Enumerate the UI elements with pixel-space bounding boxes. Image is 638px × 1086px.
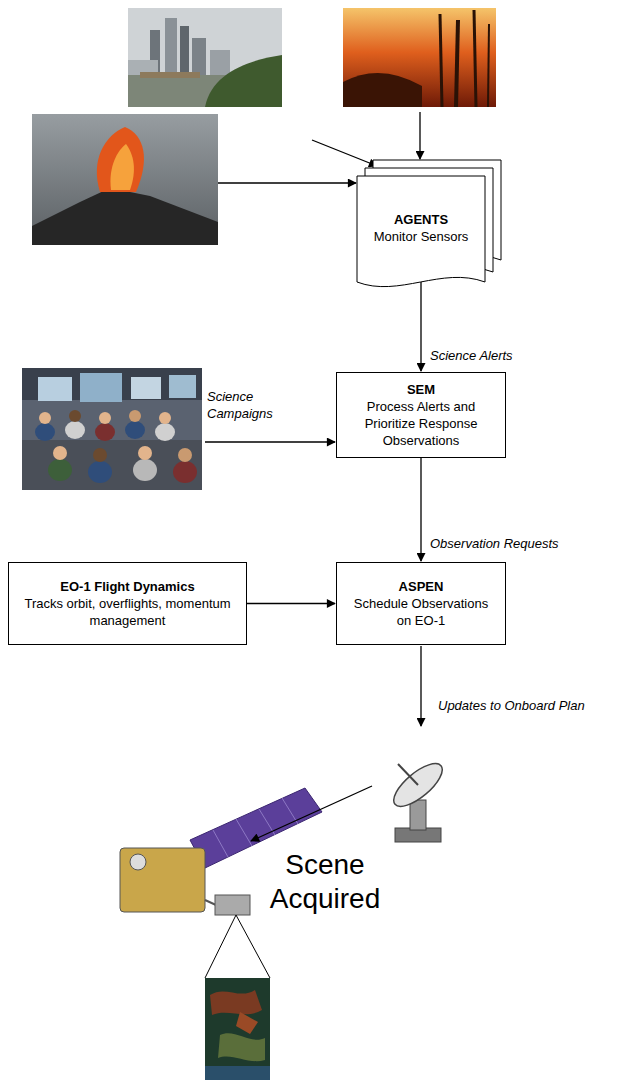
control-room-photo	[173, 461, 197, 483]
control-room-photo	[99, 412, 111, 424]
control-room-photo	[159, 412, 171, 424]
acquired-scene-image	[218, 1033, 265, 1061]
control-room-photo	[39, 412, 51, 424]
box-body: Process Alerts and Prioritize Response O…	[345, 398, 497, 449]
control-room-photo	[22, 440, 202, 490]
eo1-satellite	[236, 819, 252, 846]
flood-photo	[128, 8, 282, 107]
ground-antenna	[398, 764, 418, 785]
control-room-photo	[65, 421, 85, 439]
box-body: Schedule Observations on EO-1	[345, 595, 497, 629]
input-arrows	[205, 441, 335, 442]
box-title: ASPEN	[399, 578, 444, 595]
flood-photo	[205, 55, 282, 107]
caption-label: Scene Acquired	[252, 848, 398, 916]
control-room-photo	[129, 410, 141, 422]
flood-photo	[140, 72, 200, 78]
input-arrows	[419, 112, 420, 159]
eo1-satellite	[215, 895, 250, 915]
control-room-photo	[53, 446, 67, 460]
box-title: SEM	[407, 381, 435, 398]
flood-photo	[192, 38, 206, 75]
control-room-photo	[22, 368, 202, 490]
wildfire-photo	[343, 8, 496, 107]
eo1-satellite	[120, 848, 205, 912]
ground-antenna	[410, 800, 426, 830]
control-room-photo	[169, 375, 196, 398]
control-room-photo	[178, 448, 192, 462]
flow-arrow	[420, 458, 421, 561]
wildfire-photo	[440, 14, 442, 107]
flow-label: Science Campaigns	[207, 388, 297, 422]
control-room-photo	[88, 461, 112, 483]
input-arrows	[420, 646, 421, 726]
flow-label: Updates to Onboard Plan	[438, 697, 628, 714]
sensor-footprint	[205, 915, 270, 978]
process-box: EO-1 Flight DynamicsTracks orbit, overfl…	[8, 562, 247, 645]
acquired-scene-image	[205, 978, 270, 1080]
wildfire-photo	[343, 8, 496, 107]
acquired-scene-image	[205, 1066, 270, 1080]
volcano-photo	[32, 114, 218, 245]
eo1-satellite	[130, 854, 146, 870]
wildfire-photo	[488, 24, 489, 107]
flood-photo	[165, 18, 177, 75]
control-room-photo	[155, 423, 175, 441]
ground-antenna	[387, 757, 448, 842]
acquired-scene-image	[210, 990, 262, 1015]
control-room-photo	[138, 446, 152, 460]
process-box: ASPENSchedule Observations on EO-1	[336, 562, 506, 645]
control-room-photo	[125, 421, 145, 439]
agent-stack: AGENTSMonitor Sensors	[357, 160, 507, 290]
volcano-photo	[97, 127, 144, 192]
sensor-footprint	[236, 915, 270, 978]
box-body: Monitor Sensors	[374, 228, 469, 245]
control-room-photo	[93, 448, 107, 462]
eo1-satellite	[213, 830, 228, 857]
stack-text: AGENTSMonitor Sensors	[357, 176, 485, 280]
input-arrows	[251, 786, 372, 841]
box-title: AGENTS	[394, 211, 448, 228]
wildfire-photo	[474, 10, 476, 107]
input-arrows	[218, 182, 356, 183]
control-room-photo	[48, 459, 72, 481]
edge-label: Science Alerts	[430, 347, 513, 364]
box-title: EO-1 Flight Dynamics	[60, 578, 194, 595]
volcano-photo	[110, 144, 133, 190]
control-room-photo	[95, 423, 115, 441]
flow-arrow	[247, 603, 335, 604]
control-room-photo	[22, 368, 202, 490]
wildfire-photo	[456, 20, 458, 107]
acquired-scene-image	[236, 1012, 258, 1034]
flow-arrow	[420, 282, 421, 371]
flood-photo	[128, 8, 282, 107]
document-page	[357, 176, 485, 287]
wildfire-photo	[343, 73, 422, 107]
volcano-photo	[32, 114, 218, 245]
ground-antenna	[387, 757, 448, 814]
input-arrows	[312, 140, 377, 166]
control-room-photo	[80, 373, 122, 402]
control-room-photo	[133, 459, 157, 481]
sensor-footprint	[205, 915, 236, 978]
flood-photo	[210, 50, 230, 75]
control-room-photo	[131, 377, 161, 399]
flood-photo	[180, 26, 189, 75]
control-room-photo	[38, 377, 72, 401]
control-room-photo	[69, 410, 81, 422]
eo1-satellite	[205, 900, 216, 905]
volcano-photo	[32, 188, 218, 245]
acquired-scene-image	[205, 978, 270, 1080]
control-room-photo	[35, 423, 55, 441]
edge-label: Observation Requests	[430, 535, 559, 552]
process-box: SEMProcess Alerts and Prioritize Respons…	[336, 372, 506, 458]
box-body: Tracks orbit, overflights, momentum mana…	[17, 595, 238, 629]
